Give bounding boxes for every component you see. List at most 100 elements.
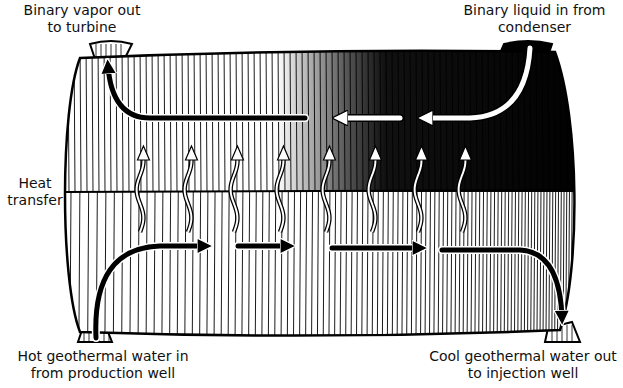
- hatch-line: [122, 192, 123, 342]
- hatch-line: [578, 40, 579, 192]
- hatch-line: [130, 192, 131, 342]
- hatch-line: [98, 40, 99, 192]
- flow-label: Hot geothermal water in from production …: [3, 348, 203, 382]
- hatch-line: [531, 192, 532, 342]
- flow-arrow-outline: [340, 114, 400, 122]
- hatch-line: [185, 192, 186, 342]
- hatch-line: [170, 192, 171, 342]
- hatch-line: [429, 192, 430, 342]
- hatch-line: [317, 192, 318, 342]
- hatch-line: [402, 192, 403, 342]
- hatch-line: [154, 192, 155, 342]
- flow-arrow: [96, 246, 205, 338]
- label-holder: Hot geothermal water in from production …: [3, 348, 203, 382]
- hatch-line: [61, 192, 62, 342]
- hatch-line: [306, 192, 307, 342]
- hatching: [61, 192, 580, 342]
- binary-side: [50, 40, 590, 192]
- hatch-line: [382, 192, 383, 342]
- hatch-line: [356, 192, 357, 342]
- hatch-line: [177, 192, 178, 342]
- hatch-line: [518, 40, 519, 192]
- flow-arrow-outline: [96, 246, 205, 338]
- flow-label: Heat transfer: [3, 175, 67, 209]
- hatch-line: [508, 192, 509, 342]
- hatch-line: [514, 192, 515, 342]
- hatch-line: [146, 192, 147, 342]
- hatch-line: [459, 192, 460, 342]
- hatch-line: [442, 192, 443, 342]
- hatch-line: [332, 40, 333, 192]
- heat-arrow-outline: [185, 160, 192, 232]
- hatch-line: [576, 192, 577, 342]
- heat-arrow-head: [459, 146, 471, 160]
- hatch-line: [404, 40, 405, 192]
- heat-arrow-outline: [277, 160, 284, 232]
- hatch-line: [275, 192, 276, 342]
- hatch-line: [323, 192, 324, 342]
- label-holder: Cool geothermal water out to injection w…: [428, 348, 618, 382]
- hatch-line: [351, 192, 352, 342]
- hatch-line: [138, 192, 139, 342]
- heat-arrow-outline: [323, 160, 330, 232]
- hatch-line: [567, 325, 568, 342]
- heat-arrow-outline: [415, 160, 422, 232]
- hatch-line: [312, 192, 313, 342]
- flow-label: Cool geothermal water out to injection w…: [428, 348, 618, 382]
- flow-arrow-outline: [108, 66, 305, 118]
- hatch-line: [566, 40, 567, 192]
- hatch-line: [387, 192, 388, 342]
- hatch-line: [70, 192, 71, 342]
- hatch-line: [293, 192, 294, 342]
- hatch-line: [300, 192, 301, 342]
- heat-arrows: [137, 146, 472, 232]
- heat-arrow-head: [323, 146, 335, 160]
- hatch-line: [86, 40, 87, 192]
- hatch-line: [511, 192, 512, 342]
- hatching: [62, 40, 579, 192]
- hatch-line: [105, 192, 106, 342]
- flow-arrow: [425, 48, 530, 118]
- flow-arrow: [238, 244, 288, 249]
- hatch-line: [392, 192, 393, 342]
- heat-arrow-head: [415, 146, 427, 160]
- hatch-line: [314, 40, 315, 192]
- hatch-line: [84, 332, 85, 342]
- hatch-line: [554, 40, 555, 192]
- heat-arrow: [415, 160, 422, 232]
- hatch-line: [249, 192, 250, 342]
- hatch-line: [524, 192, 525, 342]
- flow-arrow-outline: [442, 250, 562, 318]
- flow-label: Binary liquid in from condenser: [462, 2, 607, 36]
- hatch-line: [497, 192, 498, 342]
- hatch-line: [74, 40, 75, 192]
- hatch-line: [346, 192, 347, 342]
- hatch-line: [438, 192, 439, 342]
- hatch-line: [486, 192, 487, 342]
- hatch-line: [579, 192, 580, 342]
- hatch-line: [214, 192, 215, 342]
- geothermal-side: [50, 192, 590, 342]
- flow-arrow: [340, 116, 400, 121]
- flow-arrow-outline: [332, 244, 420, 252]
- hatch-line: [475, 192, 476, 342]
- hatch-line: [407, 192, 408, 342]
- heat-arrow-head: [231, 146, 243, 160]
- hatch-line: [512, 40, 513, 192]
- flow-arrow-outline: [425, 48, 530, 118]
- hatch-line: [447, 192, 448, 342]
- heat-arrow-head: [185, 146, 197, 160]
- flow-arrow-outline: [238, 242, 288, 250]
- hatch-line: [528, 192, 529, 342]
- exchanger-body: [50, 40, 590, 342]
- heat-arrow: [277, 160, 284, 232]
- hatch-line: [572, 325, 573, 342]
- hatch-line: [500, 40, 501, 192]
- hatch-line: [536, 40, 537, 192]
- hatch-line: [411, 192, 412, 342]
- hatch-line: [410, 40, 411, 192]
- hatch-line: [228, 192, 229, 342]
- label-holder: Binary vapor out to turbine: [22, 2, 142, 36]
